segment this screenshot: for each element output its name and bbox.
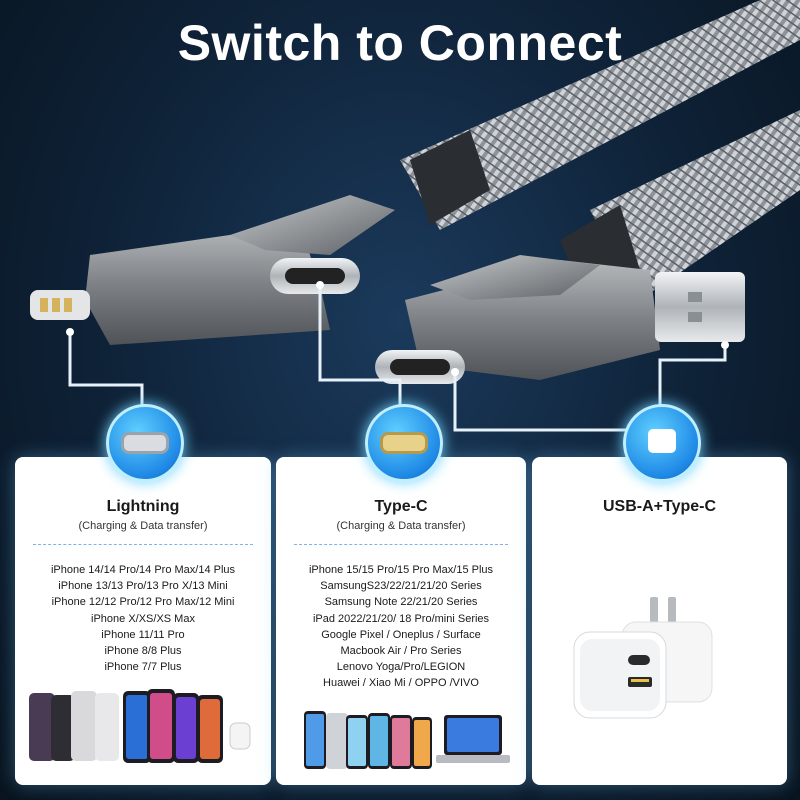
list-item: iPad 2022/21/20/ 18 Pro/mini Series <box>312 612 490 625</box>
left-connector-body <box>85 225 330 345</box>
list-item: iPhone 15/15 Pro/15 Pro Max/15 Plus <box>308 564 494 576</box>
lightning-pointer-line <box>68 332 144 410</box>
usb-a-plug <box>655 272 745 342</box>
list-item: iPhone 11/11 Pro <box>101 628 185 641</box>
android-devices-image <box>304 711 510 769</box>
divider <box>33 544 253 545</box>
compatible-devices-list: iPhone 15/15 Pro/15 Pro Max/15 Plus Sams… <box>276 562 526 692</box>
usb-a-type-c-card: USB-A+Type-C <box>532 457 787 785</box>
upper-braided-cable <box>400 0 800 230</box>
list-item: Lenovo Yoga/Pro/LEGION <box>336 661 466 674</box>
charger-image <box>573 597 713 719</box>
card-title: USB-A+Type-C <box>602 498 717 515</box>
compatible-devices-list: iPhone 14/14 Pro/14 Pro Max/14 Plus iPho… <box>15 562 271 675</box>
cable-illustration <box>30 0 800 432</box>
list-item: Google Pixel / Oneplus / Surface <box>321 628 481 641</box>
card-title: Lightning <box>106 498 180 515</box>
upper-strain-relief <box>410 130 490 225</box>
list-item: iPhone 13/13 Pro/13 Pro X/13 Mini <box>58 580 228 593</box>
page-title: Switch to Connect <box>177 15 623 71</box>
list-item: iPhone X/XS/XS Max <box>91 612 195 625</box>
usb-pointer-line <box>453 372 632 432</box>
list-item: Samsung Note 22/21/20 Series <box>324 596 478 609</box>
list-item: iPhone 12/12 Pro/12 Pro Max/12 Mini <box>51 596 235 609</box>
card-subtitle: (Charging & Data transfer) <box>78 520 208 532</box>
type-c-port-icon <box>365 404 443 482</box>
lightning-port-icon <box>106 404 184 482</box>
list-item: SamsungS23/22/21/21/20 Series <box>320 580 482 593</box>
iphones-image <box>29 689 251 763</box>
card-title: Type-C <box>374 498 428 515</box>
list-item: iPhone 14/14 Pro/14 Pro Max/14 Plus <box>50 564 236 576</box>
usb-a-pointer-line <box>658 345 727 410</box>
right-connector-top <box>430 255 600 300</box>
charger-icon <box>623 404 701 482</box>
left-connector-top <box>230 195 395 255</box>
divider <box>294 544 508 545</box>
type-c-card: Type-C (Charging & Data transfer) iPhone… <box>276 457 526 785</box>
list-item: Huawei / Xiao Mi / OPPO /VIVO <box>323 677 479 690</box>
lower-braided-cable <box>590 110 800 300</box>
list-item: iPhone 8/8 Plus <box>104 645 182 658</box>
list-item: iPhone 7/7 Plus <box>104 661 182 674</box>
list-item: Macbook Air / Pro Series <box>340 645 462 658</box>
card-subtitle: (Charging & Data transfer) <box>336 520 466 532</box>
type-c-pointer-line <box>318 285 402 410</box>
lightning-card: Lightning (Charging & Data transfer) iPh… <box>15 457 271 785</box>
